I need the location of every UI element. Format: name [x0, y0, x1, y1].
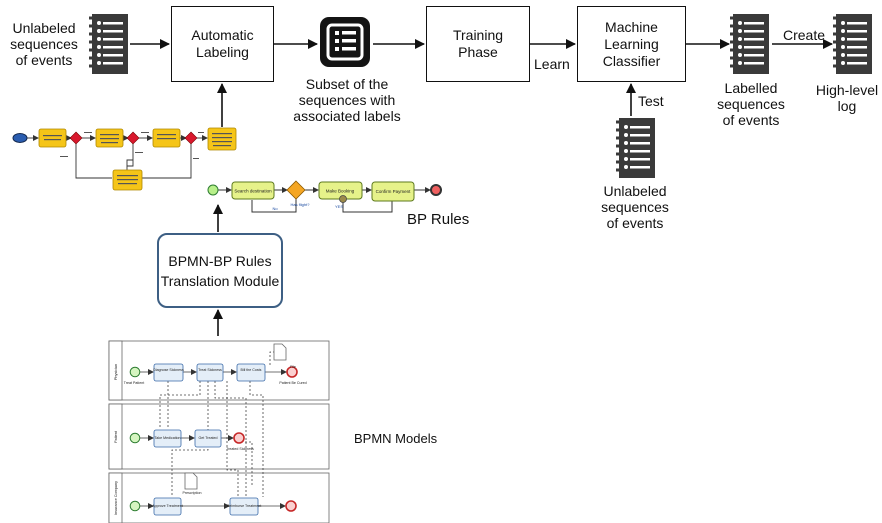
task-approve-treatment: Approve Treatment	[152, 504, 183, 508]
process-model-diagram	[12, 127, 237, 191]
translation-module-line-2: Translation Module	[160, 272, 280, 289]
task-take-medication: Take Medication	[155, 436, 181, 440]
make-booking-label: Make Booking	[326, 189, 355, 194]
translation-module-line-1: BPMN-BP Rules	[168, 252, 272, 269]
bpmn-models-diagram: Physician Patient Insurance Company	[108, 340, 330, 523]
yes-label: YES	[335, 204, 343, 209]
list-icon	[320, 17, 370, 67]
translation-module-box: BPMN-BP Rules Translation Module	[157, 233, 283, 308]
training-phase-line-1: Training	[452, 27, 504, 43]
flow-arrows	[130, 39, 833, 336]
task-bill-costs: Bill the Costs	[241, 368, 262, 372]
unlabeled-test-line-3: of events	[606, 215, 664, 231]
unlabeled-test-sequences-icon	[614, 116, 657, 180]
subset-line-2: sequences with	[298, 92, 396, 108]
training-phase-line-2: Phase	[458, 44, 498, 60]
test-label: Test	[638, 93, 664, 109]
unlabeled-sequences-label: Unlabeled sequences of events	[2, 20, 86, 68]
labelled-line-2: sequences	[717, 96, 785, 112]
has-flight-label: Has flight?	[291, 202, 311, 207]
subset-line-3: associated labels	[293, 108, 401, 124]
ml-classifier-line-2: Learning	[604, 35, 659, 52]
automatic-labeling-line-2: Labeling	[196, 44, 249, 60]
lane-label-physician: Physician	[114, 364, 118, 380]
ml-classifier-line-1: Machine	[605, 18, 658, 35]
unlabeled-line-1: Unlabeled	[12, 20, 76, 36]
high-level-line-2: log	[837, 98, 857, 114]
labelled-line-3: of events	[722, 112, 780, 128]
start-treat-patient: Treat Patient	[124, 381, 144, 385]
bpmn-models-caption: BPMN Models	[354, 431, 438, 446]
no-label: No	[272, 206, 278, 211]
unlabeled-test-label: Unlabeled sequences of events	[596, 183, 674, 231]
create-label: Create	[783, 27, 826, 43]
unlabeled-line-2: sequences	[10, 36, 78, 52]
automatic-labeling-line-1: Automatic	[191, 27, 254, 43]
search-destination-label: Search destination	[234, 189, 272, 194]
high-level-line-1: High-level	[815, 82, 879, 98]
task-get-treated: Get Treated	[199, 436, 218, 440]
unlabeled-line-3: of events	[15, 52, 73, 68]
lane-label-insurance: Insurance Company	[114, 481, 118, 515]
high-level-log-label: High-level log	[812, 82, 882, 114]
prescription-doc-label: Prescription	[183, 491, 202, 495]
bp-rules-caption: BP Rules	[407, 211, 470, 228]
task-reimburse-treatment: Reimburse Treatment	[227, 504, 262, 508]
high-level-log-icon	[831, 12, 874, 76]
file-doc-label: File	[290, 365, 296, 369]
ml-classifier-line-3: Classifier	[602, 52, 661, 69]
subset-line-1: Subset of the	[305, 76, 389, 92]
end-patient-cured: Patient Be Cured	[279, 381, 306, 385]
unlabeled-test-line-2: sequences	[601, 199, 669, 215]
task-treat-sickness: Treat Sickness	[198, 368, 222, 372]
automatic-labeling-box: Automatic Labeling	[171, 6, 274, 82]
subset-label: Subset of the sequences with associated …	[290, 76, 404, 124]
labelled-line-1: Labelled	[724, 80, 778, 96]
labelled-sequences-label: Labelled sequences of events	[713, 80, 789, 128]
task-diagnose-sickness: Diagnose Sickness	[153, 368, 184, 372]
labelled-sequences-icon	[728, 12, 771, 76]
end-treated-sickness: Treated Sickness	[226, 447, 254, 451]
lane-label-patient: Patient	[114, 430, 118, 443]
unlabeled-test-line-1: Unlabeled	[603, 183, 667, 199]
confirm-payment-label: Confirm Payment	[376, 189, 412, 194]
ml-classifier-box: Machine Learning Classifier	[577, 6, 686, 82]
training-phase-box: Training Phase	[426, 6, 530, 82]
bp-rules-diagram: Search destination Make Booking Confirm …	[207, 180, 442, 213]
unlabeled-sequences-icon	[87, 12, 130, 76]
learn-label: Learn	[534, 56, 570, 72]
